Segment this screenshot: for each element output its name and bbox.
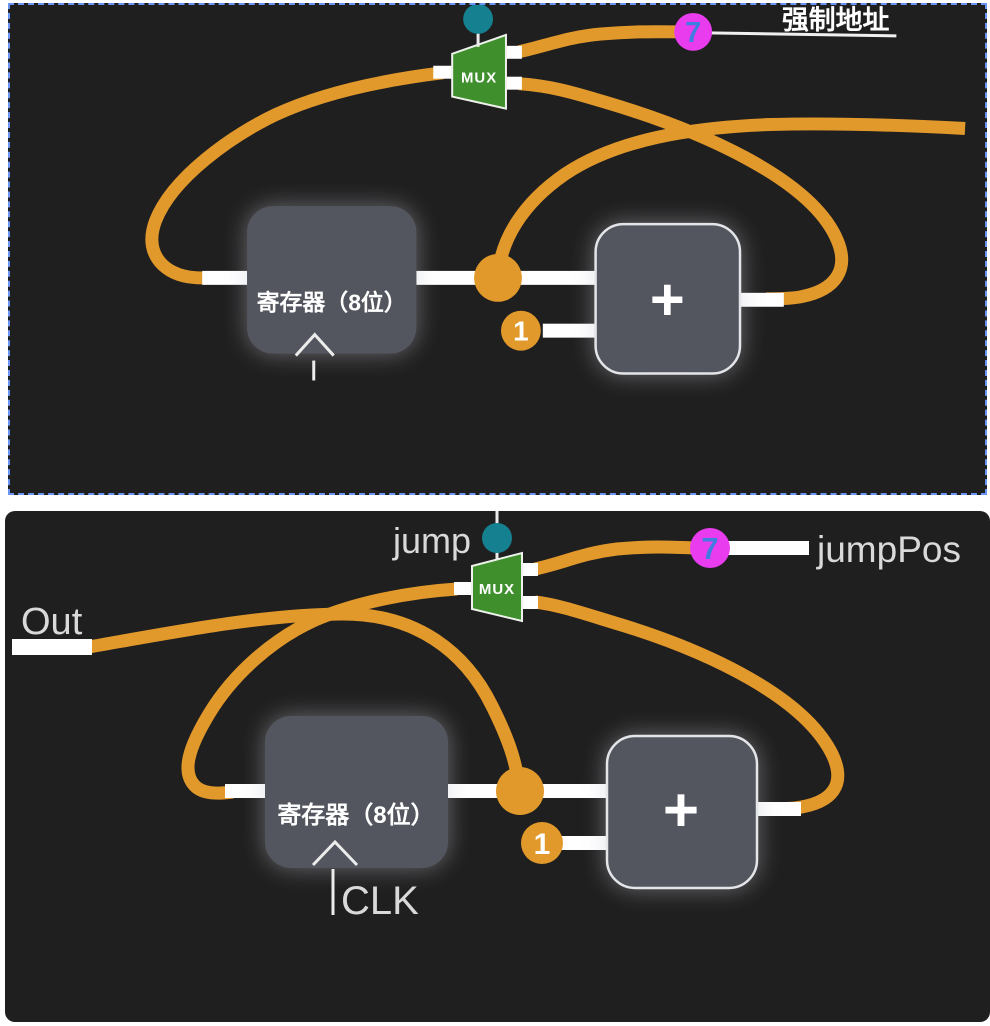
force-address-pointer-line (708, 31, 897, 38)
one-to-adder-stub (542, 323, 601, 338)
wire-adder-output-to-mux (518, 77, 848, 306)
jump-target-value: 7 (701, 531, 718, 566)
adder-box (605, 734, 759, 890)
clock-chevron (311, 839, 359, 867)
mux-output-stub (454, 582, 473, 595)
adder-box (594, 222, 742, 375)
jump-target-node (690, 528, 730, 568)
wire-register-output-to-right-edge (491, 117, 966, 279)
wire-mux-output-to-register (181, 582, 458, 800)
jump-select-dot (482, 523, 512, 553)
register-box (247, 206, 417, 354)
mux-label: MUX (461, 70, 497, 87)
mux-shape (471, 551, 523, 623)
jump-target-value: 7 (685, 17, 701, 49)
mux-input-top-stub (504, 45, 522, 59)
bottom-diagram-image[interactable]: 1 寄存器（8位） CLK + MUX jump 7 jumpPos Out (5, 511, 990, 1022)
force-address-label: 强制地址 (782, 5, 890, 35)
wire-mux-to-force-address (517, 25, 689, 59)
mux-input-bottom-stub (521, 596, 538, 609)
register-output-stub (443, 784, 503, 798)
clock-chevron (294, 332, 335, 357)
junction-dot (496, 767, 544, 815)
one-to-adder-stub (561, 836, 609, 850)
adder-label: + (650, 266, 685, 333)
increment-value: 1 (513, 316, 529, 347)
adder-label: + (663, 776, 699, 845)
junction-to-adder-stub (508, 270, 599, 285)
register-box (265, 716, 448, 868)
out-label: Out (21, 601, 83, 643)
out-terminal-bar (12, 639, 92, 655)
jump-target-node (674, 12, 713, 51)
adder-output-stub (740, 292, 784, 307)
register-label: 寄存器（8位） (257, 290, 407, 316)
increment-node (521, 822, 563, 864)
increment-value: 1 (534, 828, 551, 861)
jumppos-bar (727, 541, 809, 555)
bottom-circuit-svg: 1 寄存器（8位） CLK + MUX jump 7 jumpPos Out (12, 511, 961, 923)
mux-input-top-stub (521, 563, 538, 576)
junction-dot (474, 253, 522, 302)
clk-label: CLK (341, 879, 419, 923)
wire-mux-output-to-register (145, 66, 445, 285)
jumppos-label: jumpPos (816, 529, 961, 570)
wire-mux-to-jumppos (533, 540, 696, 576)
mux-shape (451, 33, 507, 110)
register-output-stub (416, 270, 479, 285)
top-diagram-image[interactable]: 1 寄存器（8位） + MUX 7 强制地址 (8, 3, 987, 495)
mux-input-bottom-stub (504, 76, 522, 90)
jump-select-dot (463, 5, 494, 34)
jump-label: jump (392, 520, 471, 561)
register-input-stub (225, 784, 271, 798)
top-circuit-svg: 1 寄存器（8位） + MUX 7 强制地址 (145, 5, 966, 381)
junction-to-adder-stub (530, 784, 607, 798)
wire-register-output-to-out (87, 607, 526, 790)
adder-output-stub (757, 802, 801, 816)
register-label: 寄存器（8位） (277, 801, 434, 829)
increment-node (500, 310, 541, 351)
mux-label: MUX (479, 581, 515, 598)
register-input-stub (202, 270, 251, 285)
